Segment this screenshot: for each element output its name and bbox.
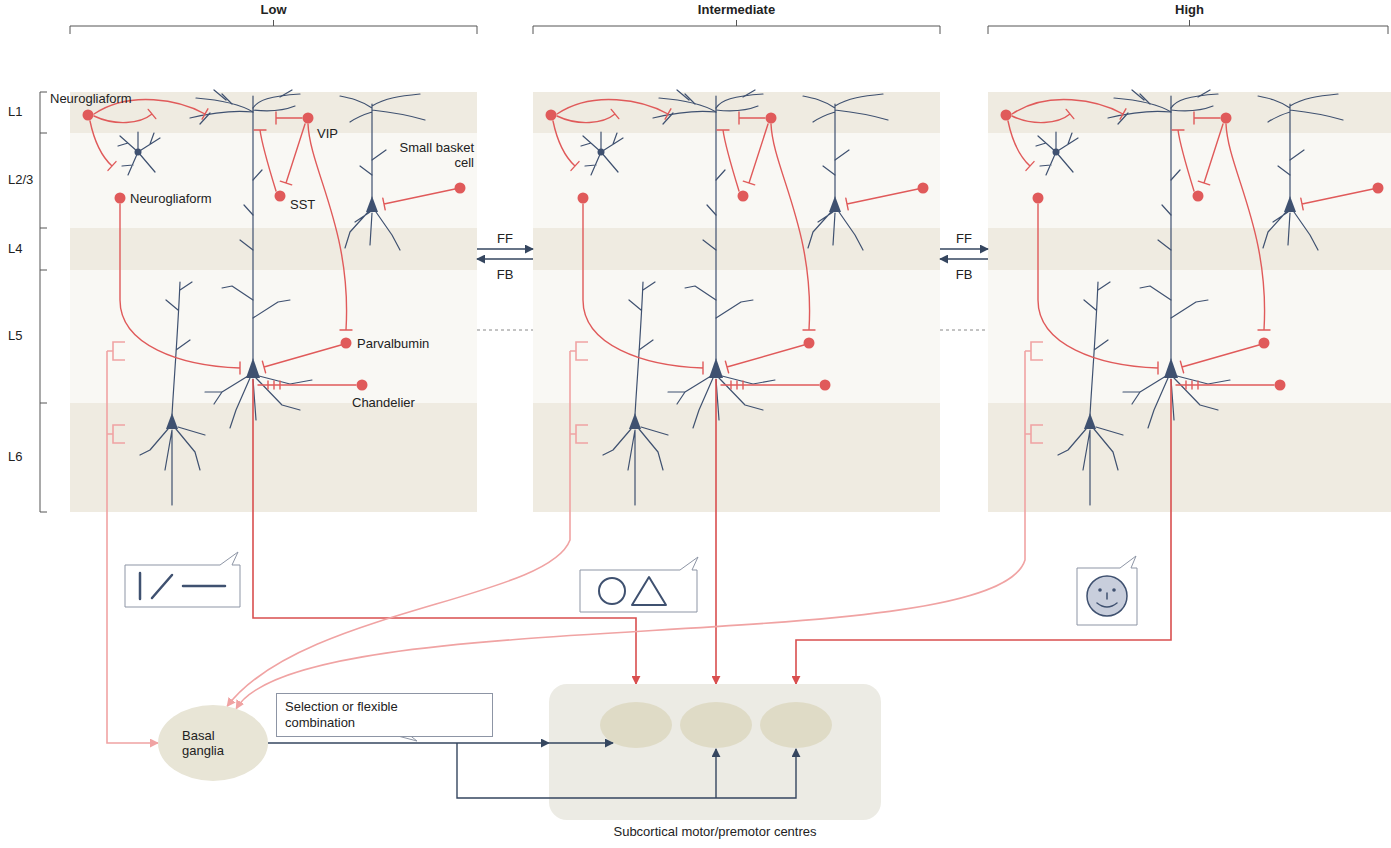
node-text: Basal ganglia bbox=[182, 728, 244, 758]
target-nucleus bbox=[760, 702, 832, 748]
cell-type-label: Neurogliaform bbox=[130, 191, 212, 206]
layer-label: L1 bbox=[8, 104, 22, 119]
cortical-column bbox=[533, 90, 940, 512]
column-panel: Intermediate bbox=[533, 2, 940, 512]
branch-wire bbox=[549, 742, 613, 743]
target-nucleus bbox=[680, 702, 752, 748]
target-outline bbox=[549, 684, 881, 820]
column-panel: Low bbox=[70, 2, 477, 512]
layer-label: L2/3 bbox=[8, 172, 33, 187]
branch-wire bbox=[715, 749, 716, 798]
connector bbox=[477, 258, 533, 259]
column-bracket bbox=[70, 20, 1388, 34]
connector bbox=[715, 512, 717, 684]
node-text: Low bbox=[70, 2, 477, 18]
face-icon bbox=[1077, 556, 1137, 625]
node-text: High bbox=[988, 2, 1391, 18]
feature-icon bbox=[125, 552, 240, 607]
node-text: Intermediate bbox=[533, 2, 940, 18]
cell-type-label: Small basket cell bbox=[392, 140, 474, 170]
edge-label: FF bbox=[495, 231, 515, 246]
connector bbox=[236, 512, 1025, 709]
cell-type-label: Neurogliaform bbox=[50, 91, 132, 106]
branch-wire bbox=[457, 743, 549, 798]
panel-shape bbox=[549, 684, 881, 820]
edge-label: FF bbox=[954, 231, 974, 246]
cell-type-label: Parvalbumin bbox=[357, 336, 429, 351]
layer-label: L4 bbox=[8, 241, 22, 256]
nucleus-ellipse: Basal ganglia bbox=[158, 705, 268, 781]
cell-type-label: SST bbox=[290, 197, 315, 212]
connector bbox=[227, 512, 570, 706]
connector bbox=[107, 512, 158, 743]
column-panel: High bbox=[988, 2, 1391, 512]
shape-icon bbox=[580, 557, 698, 612]
cortical-column bbox=[70, 90, 477, 512]
connector bbox=[940, 258, 988, 259]
node-text: Selection or flexible combination bbox=[285, 699, 445, 731]
dashed-separator bbox=[477, 330, 988, 331]
connector bbox=[253, 512, 636, 684]
layer-label: L5 bbox=[8, 328, 22, 343]
edge-label: FB bbox=[954, 267, 975, 282]
branch-wire bbox=[549, 749, 796, 798]
node-text: Subcortical motor/premotor centres bbox=[549, 824, 881, 839]
connector bbox=[940, 248, 988, 249]
connector bbox=[268, 742, 549, 743]
layer-bracket bbox=[40, 92, 47, 512]
connector bbox=[796, 512, 1171, 684]
edge-label: FB bbox=[495, 267, 516, 282]
target-nucleus bbox=[600, 702, 672, 748]
cortical-column bbox=[988, 90, 1391, 512]
connector bbox=[477, 248, 533, 249]
cell-type-label: Chandelier bbox=[352, 395, 415, 410]
cell-type-label: VIP bbox=[317, 126, 338, 141]
layer-label: L6 bbox=[8, 449, 22, 464]
target-panel: Subcortical motor/premotor centres bbox=[549, 684, 881, 820]
note-callout: Selection or flexible combination bbox=[276, 693, 493, 737]
